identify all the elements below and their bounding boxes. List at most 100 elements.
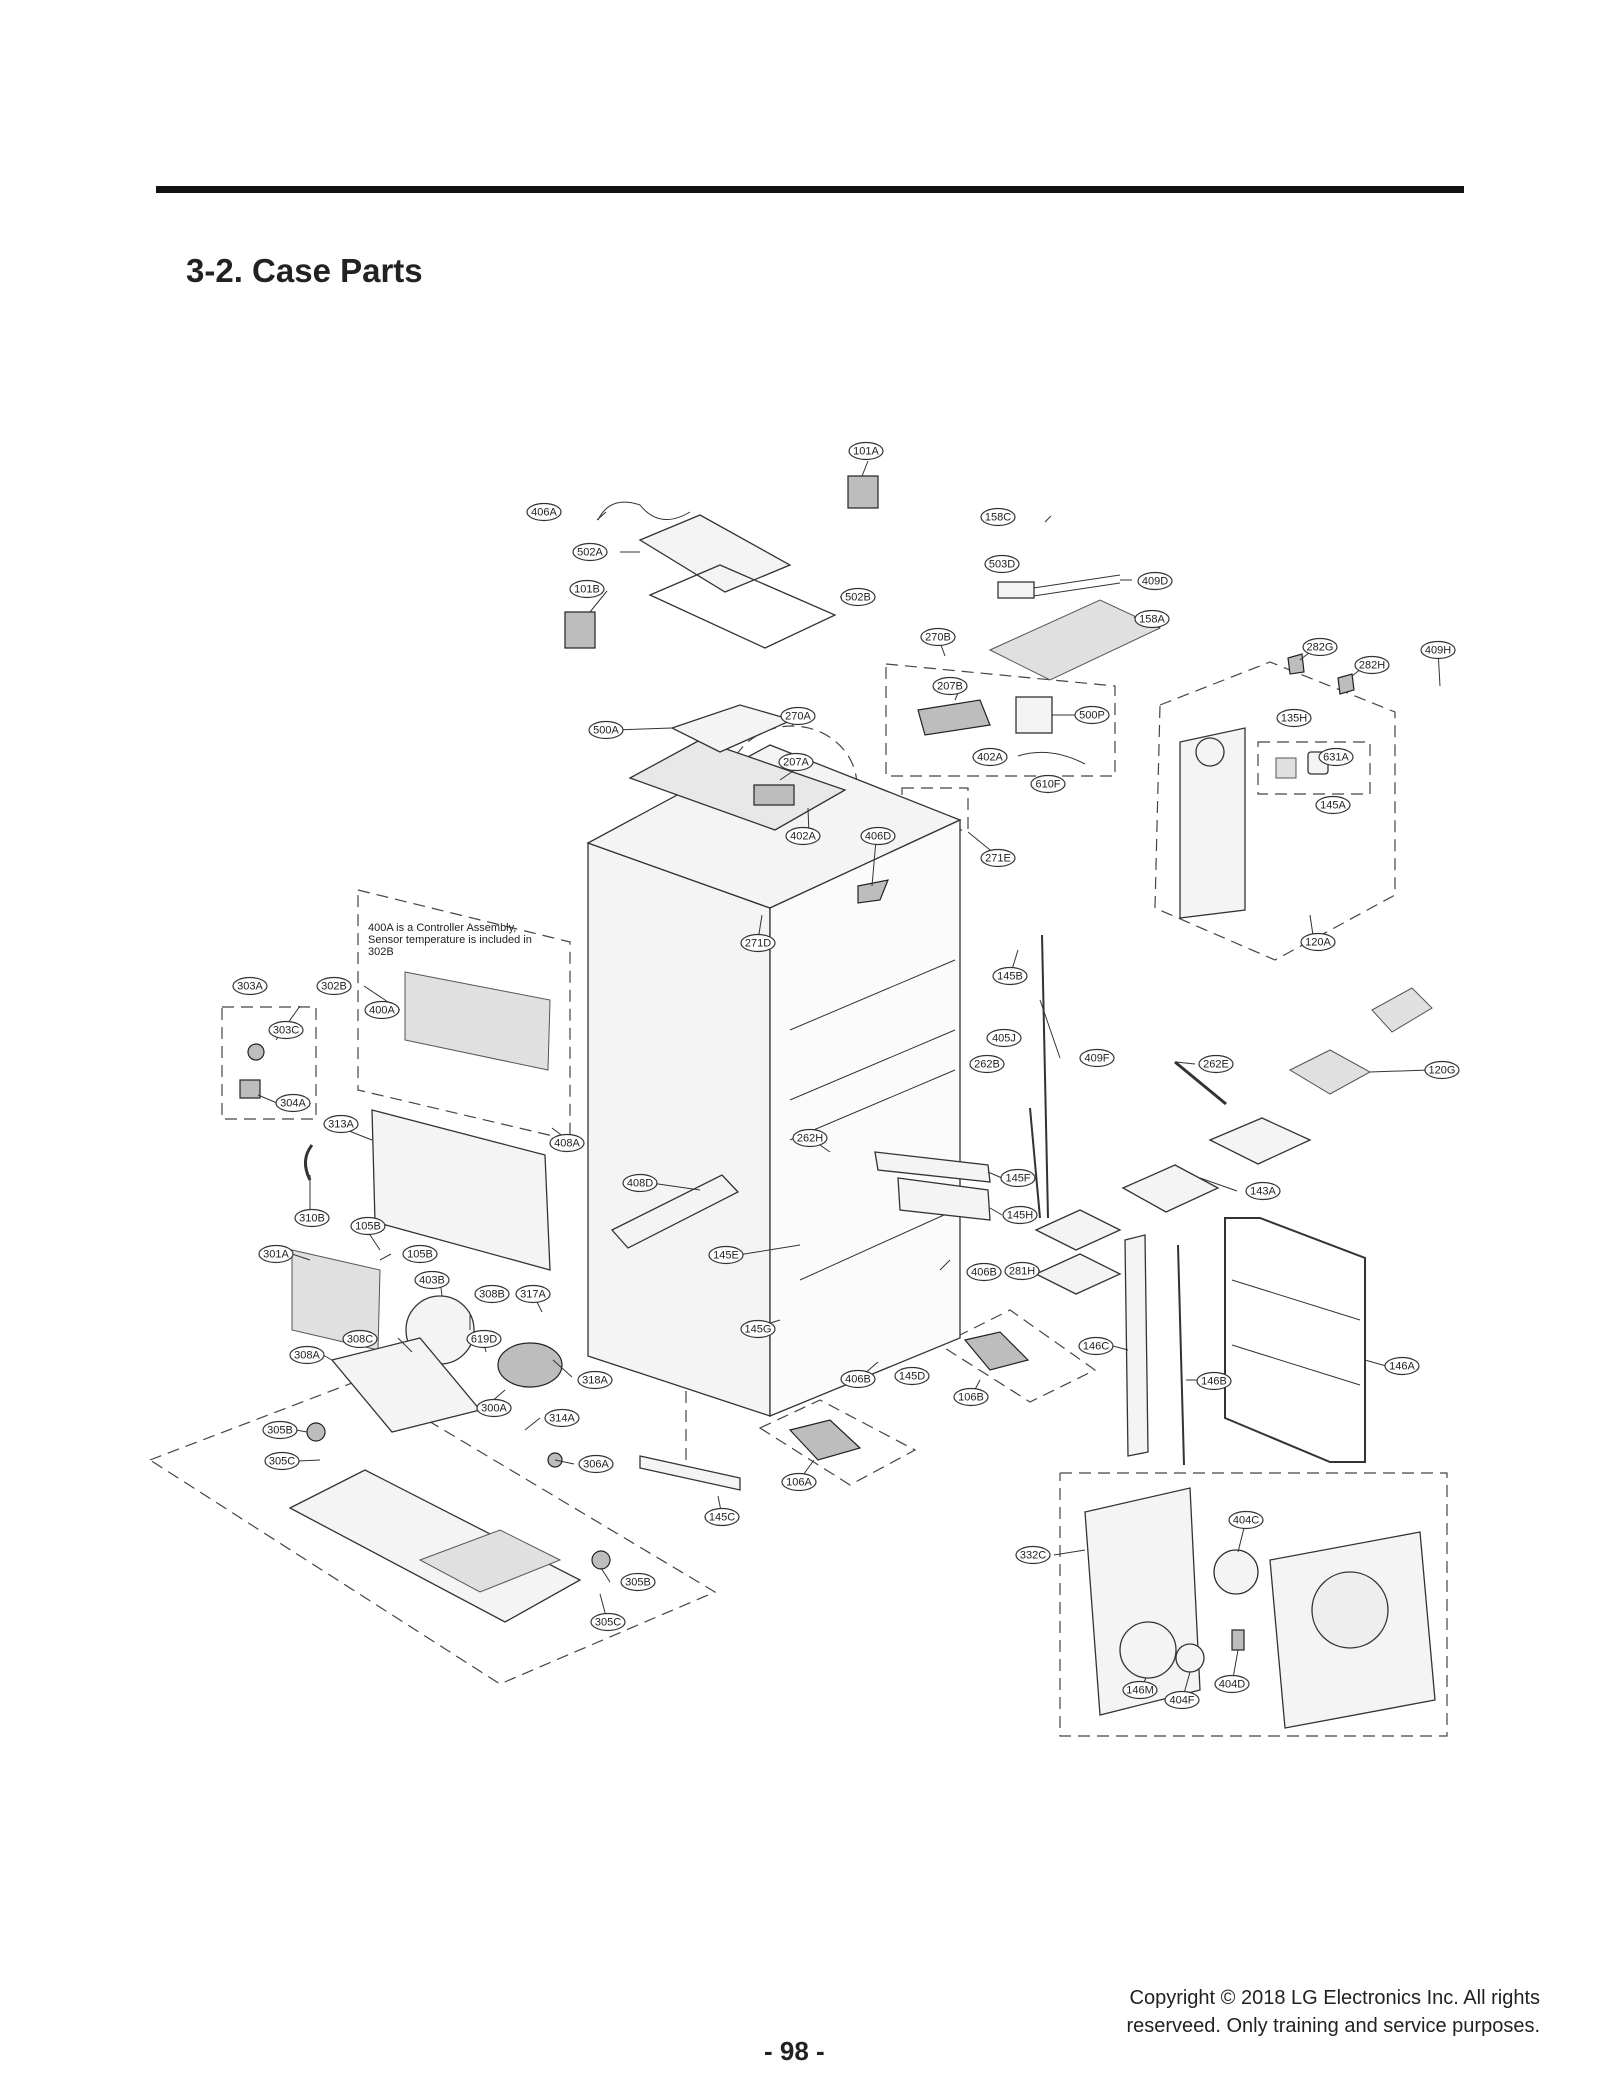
svg-text:502A: 502A [577, 547, 603, 559]
callout-146b: 146B [1196, 1371, 1232, 1391]
callout-406a: 406A [526, 502, 562, 522]
group-base-box [148, 1379, 717, 1685]
svg-text:271D: 271D [745, 938, 771, 950]
evaporator-302b [404, 971, 551, 1071]
callout-301a: 301A [258, 1244, 294, 1264]
svg-text:406B: 406B [971, 1267, 997, 1279]
callout-271e: 271E [980, 848, 1016, 868]
svg-text:145F: 145F [1005, 1173, 1030, 1185]
svg-text:135H: 135H [1281, 713, 1307, 725]
svg-text:282G: 282G [1307, 642, 1334, 654]
callout-145d: 145D [894, 1366, 930, 1386]
copyright-line-1: Copyright © 2018 LG Electronics Inc. All… [1129, 1987, 1540, 2009]
compressor-300a [497, 1342, 563, 1388]
callout-305b: 305B [620, 1572, 656, 1592]
callout-281h: 281H [1004, 1261, 1040, 1281]
callout-619d: 619D [466, 1329, 502, 1349]
callout-404f: 404F [1164, 1690, 1200, 1710]
callout-106a: 106A [781, 1472, 817, 1492]
svg-text:262H: 262H [797, 1133, 823, 1145]
svg-text:406B: 406B [845, 1374, 871, 1386]
svg-text:207B: 207B [937, 681, 963, 693]
callout-318a: 318A [577, 1370, 613, 1390]
freezer-top-cover [628, 739, 847, 831]
svg-text:262B: 262B [974, 1059, 1000, 1071]
svg-text:145H: 145H [1007, 1210, 1033, 1222]
header-rule [156, 186, 1464, 193]
svg-text:207A: 207A [783, 757, 809, 769]
svg-text:314A: 314A [549, 1413, 575, 1425]
svg-text:308A: 308A [294, 1350, 320, 1362]
svg-text:409H: 409H [1425, 645, 1451, 657]
svg-text:303C: 303C [273, 1025, 299, 1037]
damper-406d [857, 879, 889, 904]
svg-text:303A: 303A [237, 981, 263, 993]
callout-500p: 500P [1074, 705, 1110, 725]
holder-106b [963, 1331, 1030, 1371]
callout-406d: 406D [860, 826, 896, 846]
group-120a-box [1154, 661, 1396, 961]
svg-text:503D: 503D [989, 559, 1015, 571]
callout-300a: 300A [476, 1398, 512, 1418]
svg-text:308B: 308B [479, 1289, 505, 1301]
callout-406b: 406B [966, 1262, 1002, 1282]
svg-text:308C: 308C [347, 1334, 373, 1346]
cover-313a [371, 1109, 551, 1271]
callout-271d: 271D [740, 933, 776, 953]
callout-304a: 304A [275, 1093, 311, 1113]
callout-282g: 282G [1302, 637, 1338, 657]
callout-282h: 282H [1354, 655, 1390, 675]
callout-310b: 310B [294, 1208, 330, 1228]
svg-text:305B: 305B [267, 1425, 293, 1437]
group-106a-box [758, 1399, 917, 1486]
callout-262e: 262E [1198, 1054, 1234, 1074]
clip-282h [1337, 673, 1355, 695]
gasket-158a [988, 599, 1162, 681]
rail-146c [1124, 1234, 1149, 1457]
callout-403b: 403B [414, 1270, 450, 1290]
svg-text:120G: 120G [1429, 1065, 1456, 1077]
bracket-101a [847, 475, 879, 509]
cover-145c [639, 1455, 741, 1491]
callout-106b: 106B [953, 1387, 989, 1407]
callout-409d: 409D [1137, 571, 1173, 591]
svg-text:408A: 408A [554, 1138, 580, 1150]
callout-207a: 207A [778, 752, 814, 772]
svg-text:282H: 282H [1359, 660, 1385, 672]
svg-text:158A: 158A [1139, 614, 1165, 626]
callout-101a: 101A [848, 441, 884, 461]
clip-282g [1287, 653, 1305, 675]
housing-207b [917, 699, 991, 736]
left-machine-parts [239, 971, 563, 1433]
svg-text:270B: 270B [925, 632, 951, 644]
callout-402a: 402A [972, 747, 1008, 767]
svg-text:619D: 619D [471, 1334, 497, 1346]
callout-262h: 262H [792, 1128, 828, 1148]
svg-text:145A: 145A [1320, 800, 1346, 812]
callout-317a: 317A [515, 1284, 551, 1304]
motor-500p [1015, 696, 1053, 734]
callout-408a: 408A [549, 1133, 585, 1153]
callout-332c: 332C [1015, 1545, 1051, 1565]
svg-text:105B: 105B [355, 1221, 381, 1233]
svg-text:281H: 281H [1009, 1266, 1035, 1278]
svg-text:502B: 502B [845, 592, 871, 604]
svg-text:145C: 145C [709, 1512, 735, 1524]
callout-302b: 302B [316, 976, 352, 996]
callout-105b: 105B [402, 1244, 438, 1264]
svg-text:106A: 106A [786, 1477, 812, 1489]
svg-text:631A: 631A [1323, 752, 1349, 764]
pcb-503d [997, 581, 1035, 599]
svg-text:317A: 317A [520, 1289, 546, 1301]
fan-assembly [1084, 1487, 1436, 1729]
svg-text:101B: 101B [574, 584, 600, 596]
foot-305b-left [306, 1422, 326, 1442]
callout-145a: 145A [1315, 795, 1351, 815]
svg-text:402A: 402A [790, 831, 816, 843]
copyright: Copyright © 2018 LG Electronics Inc. All… [1000, 1984, 1540, 2040]
lower-parts [288, 1151, 1030, 1623]
bracket-101b [564, 611, 596, 649]
controller-note: 400A is a Controller Assembly, Sensor te… [368, 922, 532, 958]
cover-120g-upper [1371, 987, 1433, 1033]
callout-308b: 308B [474, 1284, 510, 1304]
